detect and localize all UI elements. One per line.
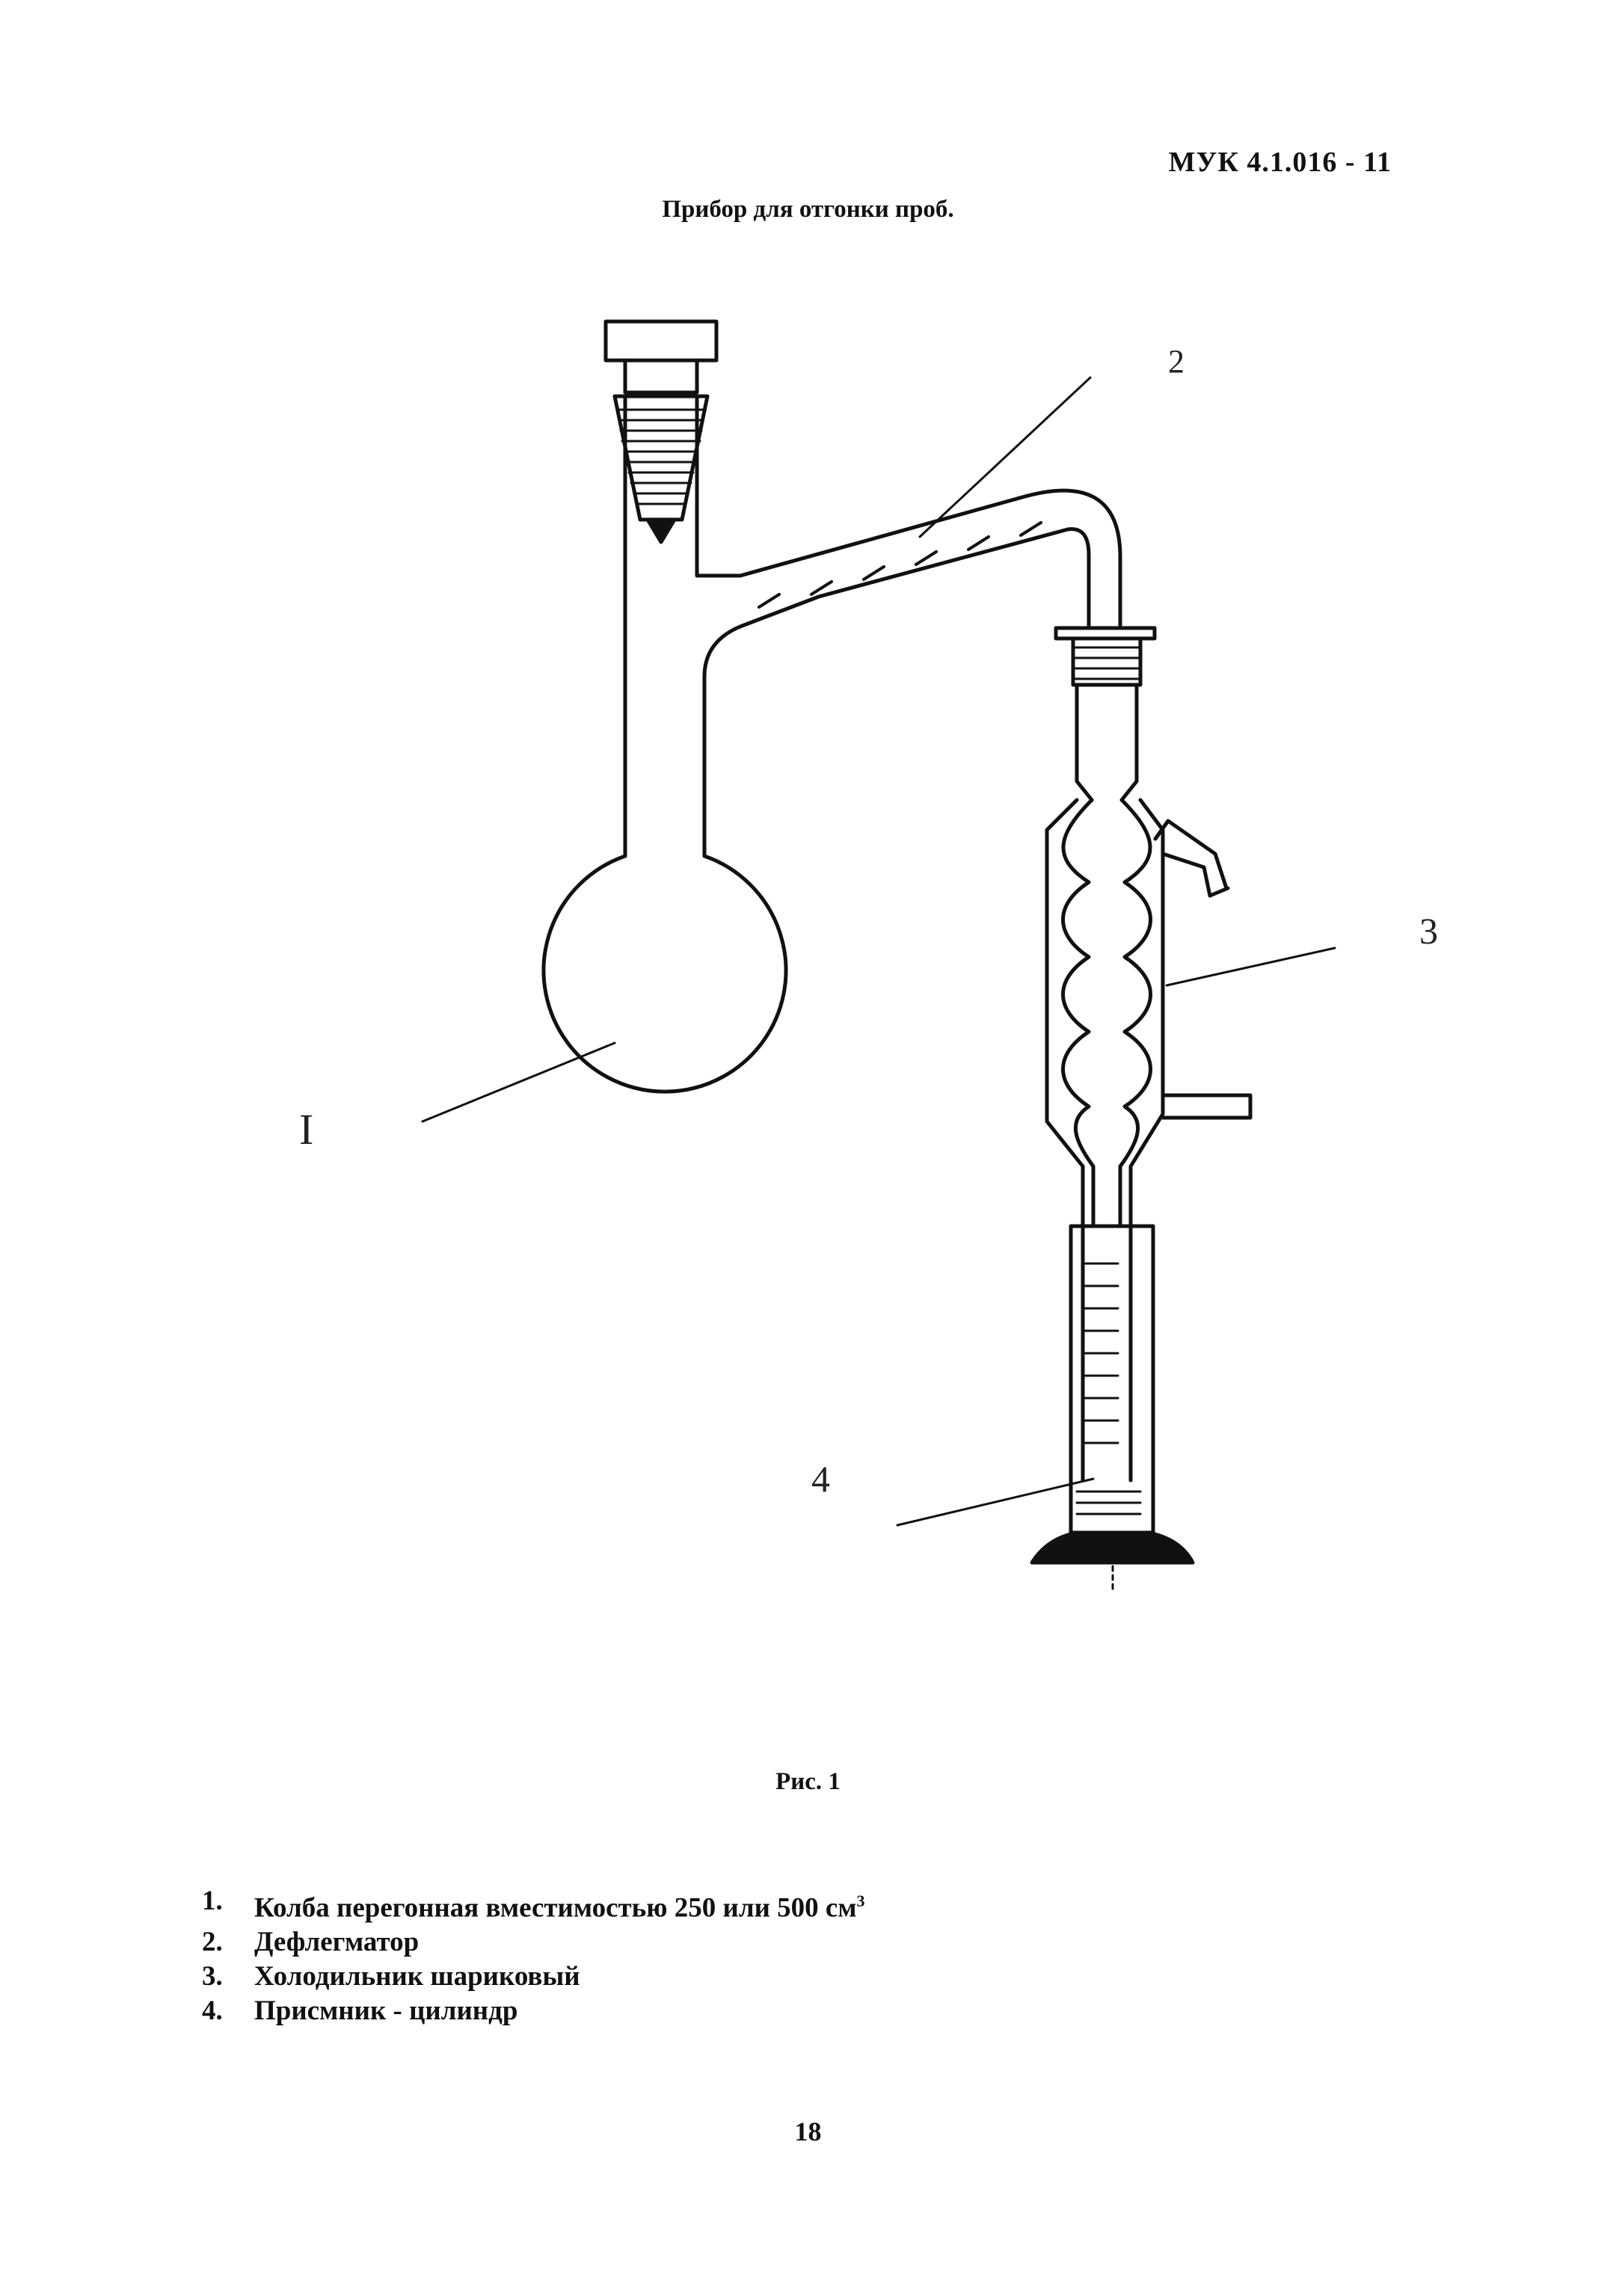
callout-label-3: 3 <box>1419 910 1438 952</box>
figure-caption: Рис. 1 <box>775 1768 841 1795</box>
figure-title: Прибор для отгонки проб. <box>662 196 954 223</box>
legend-number: 3. <box>202 1961 223 1992</box>
dephlegmator-marks <box>758 521 1042 609</box>
leader-line-1 <box>421 1041 616 1123</box>
ball-condenser <box>1045 798 1253 1228</box>
legend-text: Колба перегонная вместимостью 250 или 50… <box>254 1884 865 1925</box>
figure-legend: 1. Колба перегонная вместимостью 250 или… <box>202 1884 865 2028</box>
page-number: 18 <box>794 2117 822 2146</box>
receiver-cylinder <box>1030 1224 1195 1590</box>
legend-item: 3. Холодильник шариковый <box>202 1960 865 1994</box>
leader-line-2 <box>918 376 1092 538</box>
callout-label-4: 4 <box>811 1458 830 1500</box>
distillation-flask <box>541 394 1122 1094</box>
callout-label-2: 2 <box>1168 343 1185 380</box>
legend-number: 2. <box>202 1927 223 1958</box>
callout-labels: I 2 3 4 <box>299 343 1438 1500</box>
legend-superscript: 3 <box>856 1892 865 1910</box>
legend-item: 1. Колба перегонная вместимостью 250 или… <box>202 1884 865 1925</box>
legend-text: Присмник - цилиндр <box>254 1995 518 2027</box>
legend-item: 2. Дефлегматор <box>202 1925 865 1960</box>
condenser-joint <box>1054 626 1157 802</box>
legend-text: Дефлегматор <box>254 1927 420 1958</box>
legend-text-main: Колба перегонная вместимостью 250 или 50… <box>254 1892 857 1924</box>
legend-text: Холодильник шариковый <box>254 1961 580 1992</box>
legend-item: 4. Присмник - цилиндр <box>202 1994 865 2028</box>
leader-line-3 <box>1165 947 1336 987</box>
leader-lines <box>421 376 1336 1527</box>
leader-line-4 <box>896 1477 1095 1527</box>
legend-number: 1. <box>202 1886 223 1916</box>
document-code: МУК 4.1.016 - 11 <box>1168 147 1392 178</box>
callout-label-1: I <box>299 1105 313 1154</box>
stopper <box>603 319 719 544</box>
legend-number: 4. <box>202 1995 223 2027</box>
